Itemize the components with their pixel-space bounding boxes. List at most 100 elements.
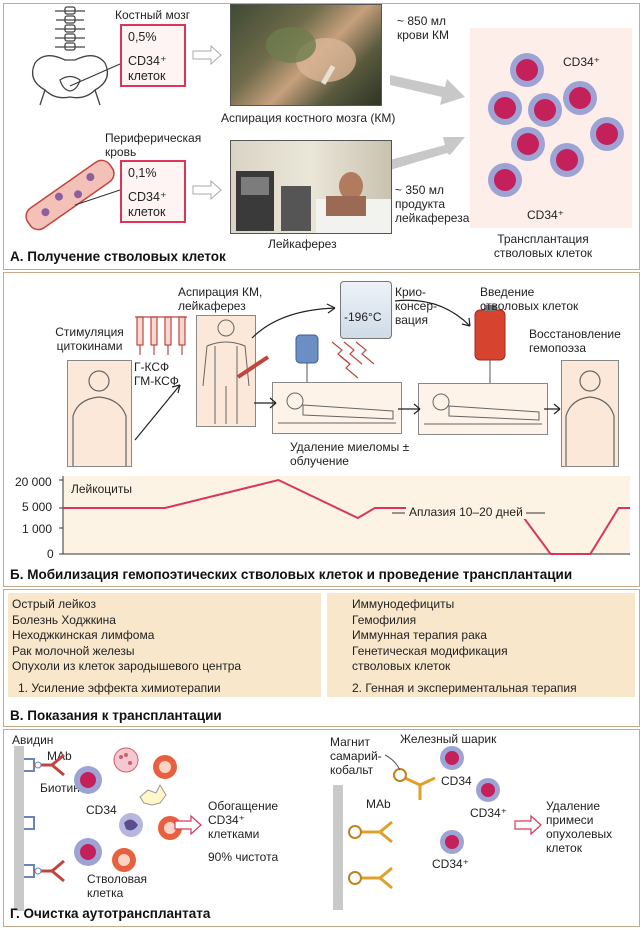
panel-a — [3, 3, 640, 270]
bm-pointer-line — [69, 63, 121, 87]
transplant-label: Трансплантация стволовых клеток — [493, 232, 593, 260]
introduction-label: Введение стволовых клеток — [480, 285, 579, 313]
peripheral-label: Периферическая кровь — [105, 131, 202, 159]
panel-c — [3, 589, 640, 727]
gray-arrow-bottom-icon — [390, 137, 465, 170]
radiation-icon — [331, 341, 375, 379]
arrow-to-cryo-icon — [251, 303, 336, 339]
panel-c-title: В. Показания к трансплантации — [10, 708, 222, 723]
aspiration-photo — [230, 4, 382, 106]
chart-series-label: Лейкоциты — [71, 482, 133, 496]
list-item: Острый лейкоз — [12, 597, 96, 611]
list-item: Иммунная терапия рака — [352, 628, 487, 642]
bone-marrow-percent-box — [120, 24, 186, 87]
panel-d — [3, 729, 640, 927]
leukapheresis-photo — [230, 140, 392, 234]
list-item: Неходжкинская лимфома — [12, 628, 155, 642]
bm-cells: CD34⁺ клеток — [128, 54, 167, 83]
patient-recovery-figure — [561, 360, 619, 467]
needle-icon — [236, 355, 270, 379]
iron-bead-label: Железный шарик — [400, 732, 497, 746]
right-footer: 2. Генная и экспериментальная терапия — [352, 681, 577, 695]
right-indication-list: Иммунодефициты Гемофилия Иммунная терапи… — [352, 597, 508, 675]
purity-label: 90% чистота — [208, 850, 279, 864]
arrow-to-recovery-icon — [544, 403, 561, 415]
list-item: Опухоли из клеток зародышевого центра — [12, 659, 242, 673]
chart-tick-1000: 1 000 — [22, 522, 53, 536]
cd34-bottom-label: CD34⁺ — [527, 208, 565, 222]
leukapheresis-caption: Лейкаферез — [268, 237, 337, 251]
list-item: Рак молочной железы — [12, 643, 135, 658]
arrow-icon-2 — [192, 179, 222, 201]
iv-bag-icon — [474, 305, 506, 385]
myeloma-removal-label: Удаление миеломы ± облучение — [290, 440, 410, 468]
avidin-label: Авидин — [12, 733, 54, 747]
bm-volume: ~ 850 мл крови КМ — [397, 14, 449, 42]
arrow-to-aspiration-icon — [134, 384, 181, 441]
left-indication-block: Острый лейкоз Болезнь Ходжкина Неходжкин… — [8, 593, 321, 697]
cryo-tank — [340, 281, 392, 339]
list-item: стволовых клеток — [352, 659, 451, 673]
avidin-biotin-diagram — [24, 747, 182, 883]
cd34-r1-label: CD34 — [441, 774, 472, 788]
cd34-r2-label: CD34⁺ — [470, 806, 508, 820]
aplasia-label: Аплазия 10–20 дней — [406, 505, 526, 519]
chart-tick-0: 0 — [47, 547, 54, 561]
cd34-cell-cluster — [488, 53, 624, 197]
stem-cell-label: Стволовая клетка — [87, 872, 148, 900]
patient-bed-2 — [418, 383, 548, 435]
magnetic-separation-diagram — [348, 746, 500, 890]
enrichment-label: Обогащение CD34⁺ клетками — [208, 799, 279, 841]
pelvis-spine-illustration — [31, 6, 109, 106]
peripheral-percent-box — [120, 160, 186, 223]
arrow-to-bag-icon — [394, 299, 471, 327]
chart-tick-5000: 5 000 — [22, 500, 53, 514]
mab-left-label: MAb — [47, 749, 72, 763]
mab-right-label: MAb — [366, 797, 391, 811]
pb-cells: CD34⁺ клеток — [128, 190, 167, 219]
removal-label: Удаление примеси опухолевых клеток — [546, 799, 613, 855]
gcsf-label: Г-КСФ — [134, 360, 170, 374]
cd34-top-label: CD34⁺ — [563, 55, 601, 69]
panel-b-title: Б. Мобилизация гемопоэтических стволовых… — [10, 567, 573, 582]
pb-percent: 0,1% — [128, 166, 157, 180]
arrow-from-donor-icon — [254, 397, 277, 409]
left-indication-list: Острый лейкоз Болезнь Ходжкина Неходжкин… — [12, 597, 241, 675]
chart-tick-20000: 20 000 — [15, 475, 52, 489]
panel-a-title: А. Получение стволовых клеток — [10, 249, 226, 264]
temperature-label: -196°C — [344, 310, 382, 324]
aspiration-label: Аспирация КМ, лейкаферез — [178, 285, 263, 313]
panel-b — [3, 272, 640, 587]
syringes-icon — [135, 316, 187, 355]
magnet-column — [333, 785, 343, 910]
list-item: Генетическая модификация — [352, 643, 508, 658]
stimulation-label: Стимуляция цитокинами — [55, 325, 124, 353]
iv-drip-icon — [295, 334, 319, 385]
list-item: Иммунодефициты — [352, 597, 455, 611]
panel-d-title: Г. Очистка аутотрансплантата — [10, 906, 211, 921]
cd34-left-label: CD34 — [86, 803, 117, 817]
patient-stimulation-figure — [67, 360, 132, 467]
cd34-r3-label: CD34⁺ — [432, 857, 470, 871]
bm-percent: 0,5% — [128, 30, 157, 44]
donor-figure — [196, 315, 256, 427]
pb-volume: ~ 350 мл продукта лейкафереза — [395, 183, 470, 225]
enrich-arrow-icon — [174, 814, 202, 836]
avidin-column — [14, 746, 24, 911]
chart-axes — [62, 476, 630, 555]
gray-arrow-top-icon — [390, 75, 465, 105]
patient-bed-1 — [272, 382, 402, 434]
leukocyte-chart-area — [63, 476, 630, 554]
arrow-bed1-to-bed2-icon — [398, 403, 421, 415]
list-item: Гемофилия — [352, 612, 417, 627]
arrow-icon — [192, 44, 222, 66]
magnet-label: Магнит самарий-кобальт — [330, 735, 382, 777]
recovery-label: Восстановление гемопоэза — [529, 327, 621, 355]
removal-arrow-icon — [514, 814, 542, 836]
pb-pointer-line — [74, 189, 121, 206]
bone-marrow-label: Костный мозг — [115, 8, 191, 22]
gmcsf-label: ГМ-КСФ — [134, 374, 179, 388]
list-item: Болезнь Ходжкина — [12, 612, 116, 627]
leukocyte-series-line — [63, 478, 630, 555]
biotin-label: Биотин — [40, 781, 80, 795]
